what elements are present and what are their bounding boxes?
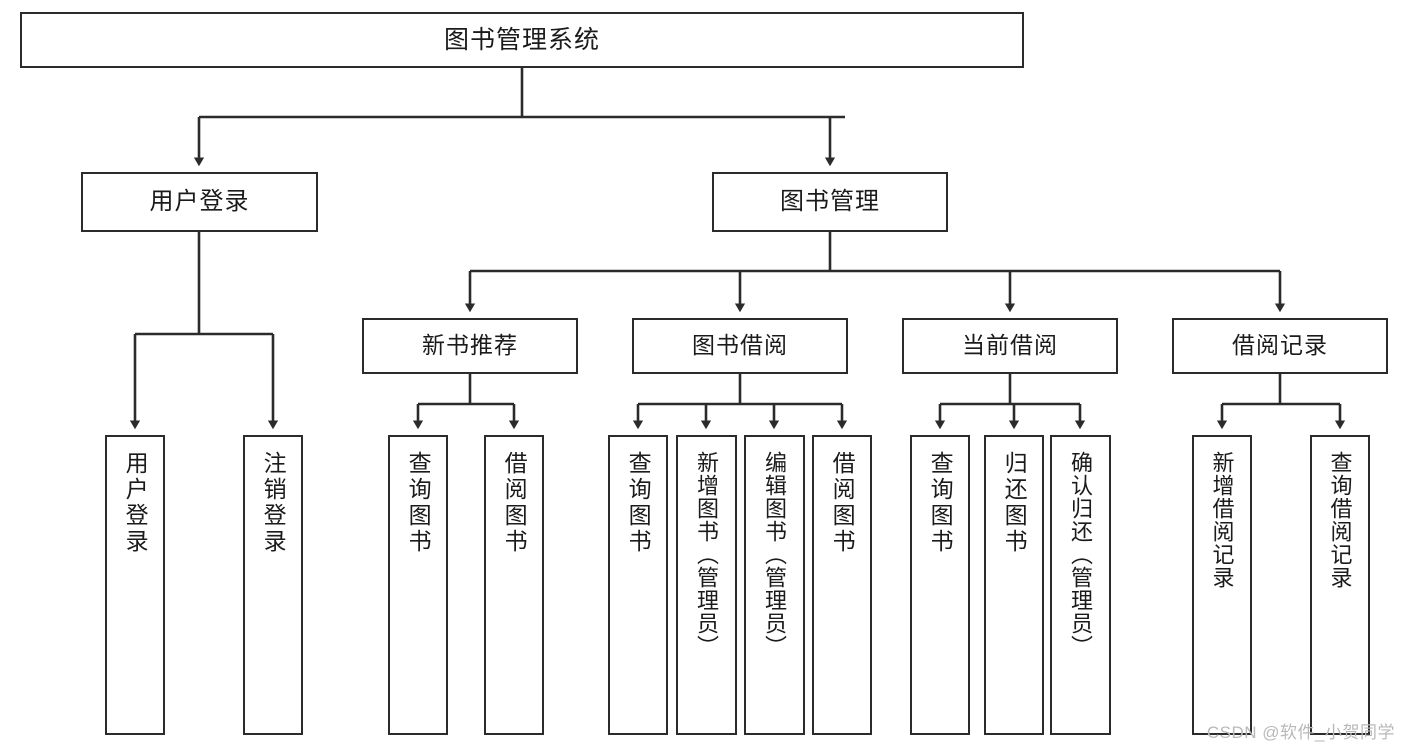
node-root-system[interactable]: 图书管理系统 (20, 12, 1024, 68)
node-leaf-logout-login[interactable]: 注销登录 (243, 435, 303, 735)
node-leaf-add-borrow-record[interactable]: 新增借阅记录 (1192, 435, 1252, 735)
node-label: 用户登录 (122, 451, 149, 555)
node-leaf-borrow-book-2[interactable]: 借阅图书 (812, 435, 872, 735)
node-label: 当前借阅 (962, 332, 1058, 359)
node-label: 用户登录 (149, 187, 250, 215)
node-label: 注销登录 (260, 451, 287, 555)
node-label: 查询图书 (625, 451, 652, 555)
node-label: 图书借阅 (692, 332, 788, 359)
csdn-watermark: CSDN @软件_小贺同学 (1206, 723, 1395, 742)
node-label: 新增图书（管理员） (694, 451, 720, 658)
node-user-login[interactable]: 用户登录 (81, 172, 318, 232)
node-label: 图书管理系统 (443, 26, 600, 54)
node-leaf-add-book-admin[interactable]: 新增图书（管理员） (676, 435, 737, 735)
node-leaf-query-borrow-record[interactable]: 查询借阅记录 (1310, 435, 1370, 735)
node-leaf-confirm-return-admin[interactable]: 确认归还（管理员） (1050, 435, 1111, 735)
node-label: 借阅记录 (1232, 332, 1328, 359)
node-label: 新增借阅记录 (1209, 451, 1235, 589)
node-label: 查询图书 (405, 451, 432, 555)
node-leaf-user-login[interactable]: 用户登录 (105, 435, 165, 735)
node-label: 查询图书 (927, 451, 954, 555)
node-label: 借阅图书 (501, 451, 528, 555)
node-label: 编辑图书（管理员） (762, 451, 788, 658)
node-current-borrow[interactable]: 当前借阅 (902, 318, 1118, 374)
node-label: 归还图书 (1001, 451, 1028, 555)
node-label: 确认归还（管理员） (1068, 451, 1094, 658)
node-label: 查询借阅记录 (1327, 451, 1353, 589)
node-label: 借阅图书 (829, 451, 856, 555)
node-new-book-recommend[interactable]: 新书推荐 (362, 318, 578, 374)
node-leaf-borrow-book-1[interactable]: 借阅图书 (484, 435, 544, 735)
node-label: 图书管理 (780, 187, 880, 215)
node-borrow-record[interactable]: 借阅记录 (1172, 318, 1388, 374)
node-leaf-query-book-2[interactable]: 查询图书 (608, 435, 668, 735)
node-leaf-edit-book-admin[interactable]: 编辑图书（管理员） (744, 435, 805, 735)
node-label: 新书推荐 (422, 332, 518, 359)
node-leaf-query-book-3[interactable]: 查询图书 (910, 435, 970, 735)
node-book-manage[interactable]: 图书管理 (712, 172, 948, 232)
node-leaf-return-book[interactable]: 归还图书 (984, 435, 1044, 735)
node-book-borrow[interactable]: 图书借阅 (632, 318, 848, 374)
node-leaf-query-book-1[interactable]: 查询图书 (388, 435, 448, 735)
